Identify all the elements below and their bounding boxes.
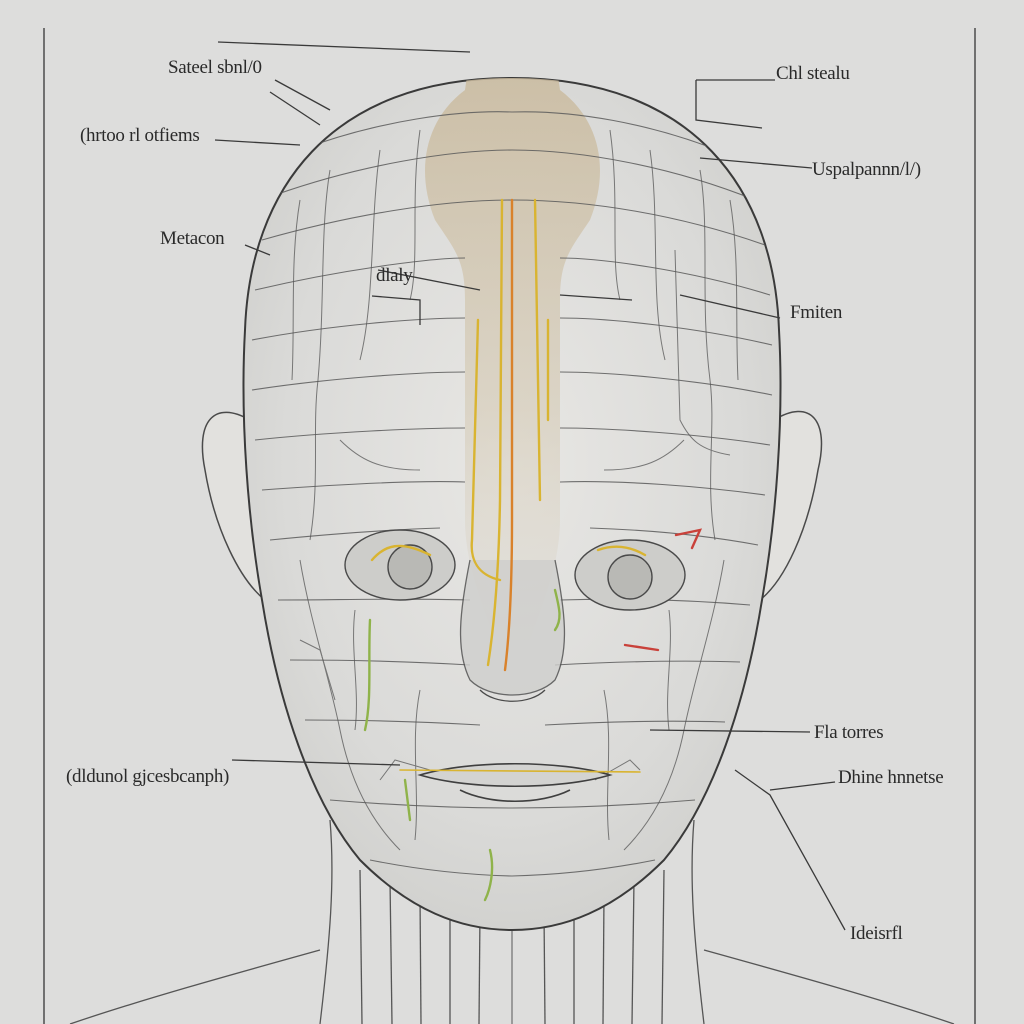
skull-contours [251,111,773,877]
label-lower-right-1: Fla torres [814,722,884,743]
label-inner: dlaly [376,265,413,286]
leader-lines [214,41,846,931]
label-bottom-right: Ideisrfl [850,923,903,944]
nerves [363,198,703,902]
label-top-right: Chl stealu [776,63,850,84]
mouth [417,762,613,802]
label-upper-left: (hrtoo rl otfiems [80,125,200,146]
label-mid-right: Fmiten [790,302,843,323]
nose [459,559,566,702]
label-lower-left: (dldunol gjcesbcanph) [66,766,230,787]
label-top-left: Sateel sbnl/0 [168,57,262,78]
label-mid-left: Metacon [160,228,225,249]
eyes [344,529,686,611]
neck [69,819,955,1024]
label-upper-right: Uspalpannn/l/) [812,159,921,180]
label-lower-right-2: Dhine hnnetse [838,767,944,788]
